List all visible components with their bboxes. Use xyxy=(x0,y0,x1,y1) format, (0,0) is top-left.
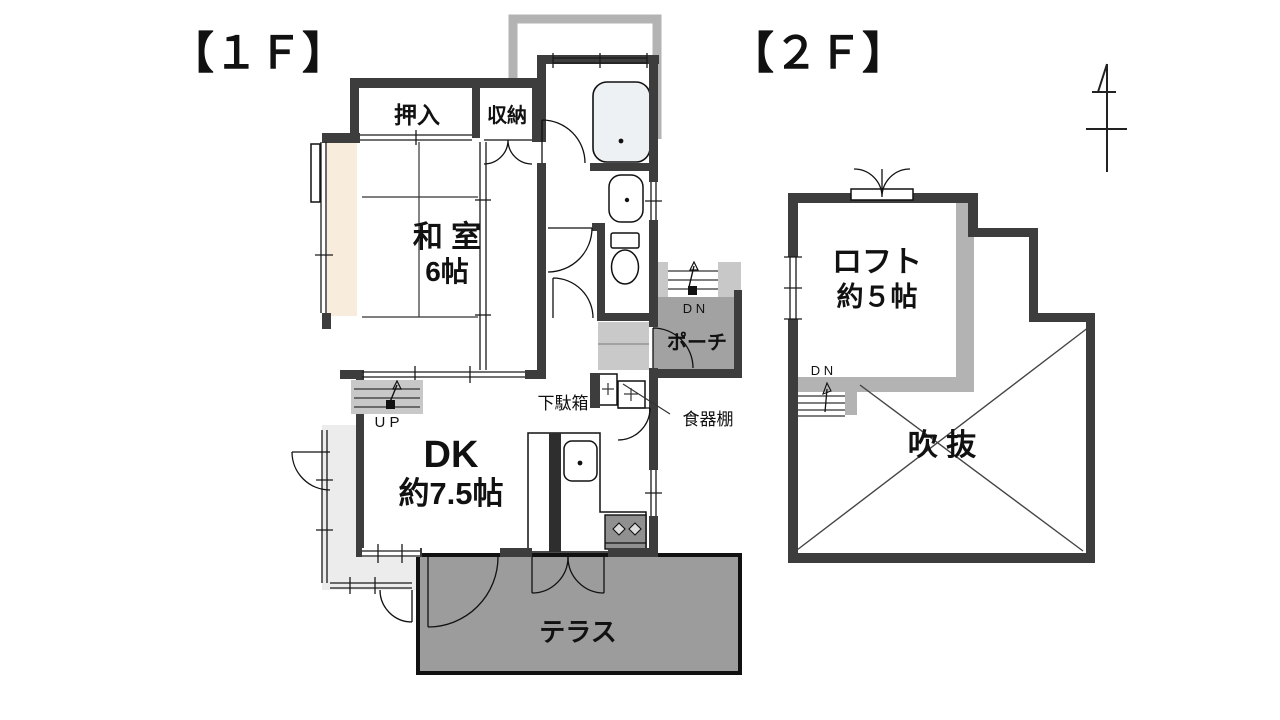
label-oshiire: 押入 xyxy=(394,102,440,128)
label-loft: ロフト xyxy=(832,246,922,279)
stairs-down-2f xyxy=(798,381,845,417)
porch-wall-right xyxy=(734,290,742,378)
label-shunou: 収納 xyxy=(487,103,527,127)
washroom-door-arc xyxy=(547,227,593,273)
floor-2f: 【２Ｆ】 ロフト 約５帖 D N 吹 抜 xyxy=(730,29,1127,563)
dk-terrace-door-arc xyxy=(427,556,499,628)
cupboard-leader-line xyxy=(622,383,671,415)
label-fukinuke: 吹 抜 xyxy=(908,429,976,462)
label-dn-2f: D N xyxy=(811,363,833,378)
windows-1f xyxy=(310,53,662,594)
label-dk: DK xyxy=(424,434,479,476)
label-washitsu: 和 室 xyxy=(413,220,481,254)
porch-steps-arrow xyxy=(688,260,699,295)
loft-edge-stair xyxy=(845,392,857,415)
label-terrace: テラス xyxy=(539,617,616,647)
doors-1f xyxy=(291,119,694,628)
porch-area xyxy=(653,297,741,370)
entry-floor xyxy=(598,322,649,370)
terrace-double-door-left xyxy=(531,556,569,594)
storage-double-door xyxy=(483,139,533,165)
label-up: U P xyxy=(374,414,399,431)
stove-icon xyxy=(604,514,647,550)
label-washitsu-size: 6帖 xyxy=(425,256,469,287)
bathtub-drain-icon xyxy=(618,138,624,144)
floor1-title: 【１Ｆ】 xyxy=(170,29,346,78)
terrace-area xyxy=(416,553,742,675)
loft-floor xyxy=(798,203,968,378)
toilet-icon xyxy=(610,232,640,285)
label-loft-size: 約５帖 xyxy=(837,281,918,312)
veranda-floor-h xyxy=(322,555,417,590)
tatami-lines xyxy=(362,142,478,318)
kitchen-partition xyxy=(549,433,561,552)
loft-double-door xyxy=(850,168,914,201)
hall-door-arc xyxy=(552,277,594,319)
void-cross xyxy=(796,326,1090,552)
sink-drain-icon xyxy=(577,460,583,466)
side-door-arc xyxy=(291,451,331,491)
shoe-cabinet-icon xyxy=(598,373,618,406)
bathtub-icon xyxy=(592,81,651,163)
closet-floor xyxy=(358,88,534,138)
label-porch: ポーチ xyxy=(667,330,727,354)
bath-door-arc xyxy=(541,119,586,164)
floor-1f: 【１Ｆ】 押入 収納 和 室 6帖 DK 約7.5帖 下駄箱 食器棚 U P D… xyxy=(170,14,742,675)
label-shokkidana: 食器棚 xyxy=(683,410,734,429)
entry-inner-door-arc xyxy=(617,407,651,441)
north-arrow-icon xyxy=(1086,63,1127,172)
veranda-door-arc xyxy=(379,589,413,623)
cupboard-icon xyxy=(617,380,646,409)
front-door-arc xyxy=(652,327,694,369)
loft-edge-bottom xyxy=(798,377,974,392)
washitsu-floor xyxy=(362,142,478,370)
engawa-strip xyxy=(327,140,357,316)
label-dk-size: 約7.5帖 xyxy=(398,476,503,511)
washbasin-icon xyxy=(608,174,644,223)
terrace-double-door-right xyxy=(567,556,605,594)
window-2f-left xyxy=(784,256,802,320)
label-getabako: 下駄箱 xyxy=(538,394,589,413)
porch-wall-bottom xyxy=(653,369,742,378)
stairs-up xyxy=(351,379,423,414)
floor2-title: 【２Ｆ】 xyxy=(730,29,906,78)
loft-edge-right xyxy=(956,203,974,391)
label-dn-1f: D N xyxy=(683,301,705,316)
